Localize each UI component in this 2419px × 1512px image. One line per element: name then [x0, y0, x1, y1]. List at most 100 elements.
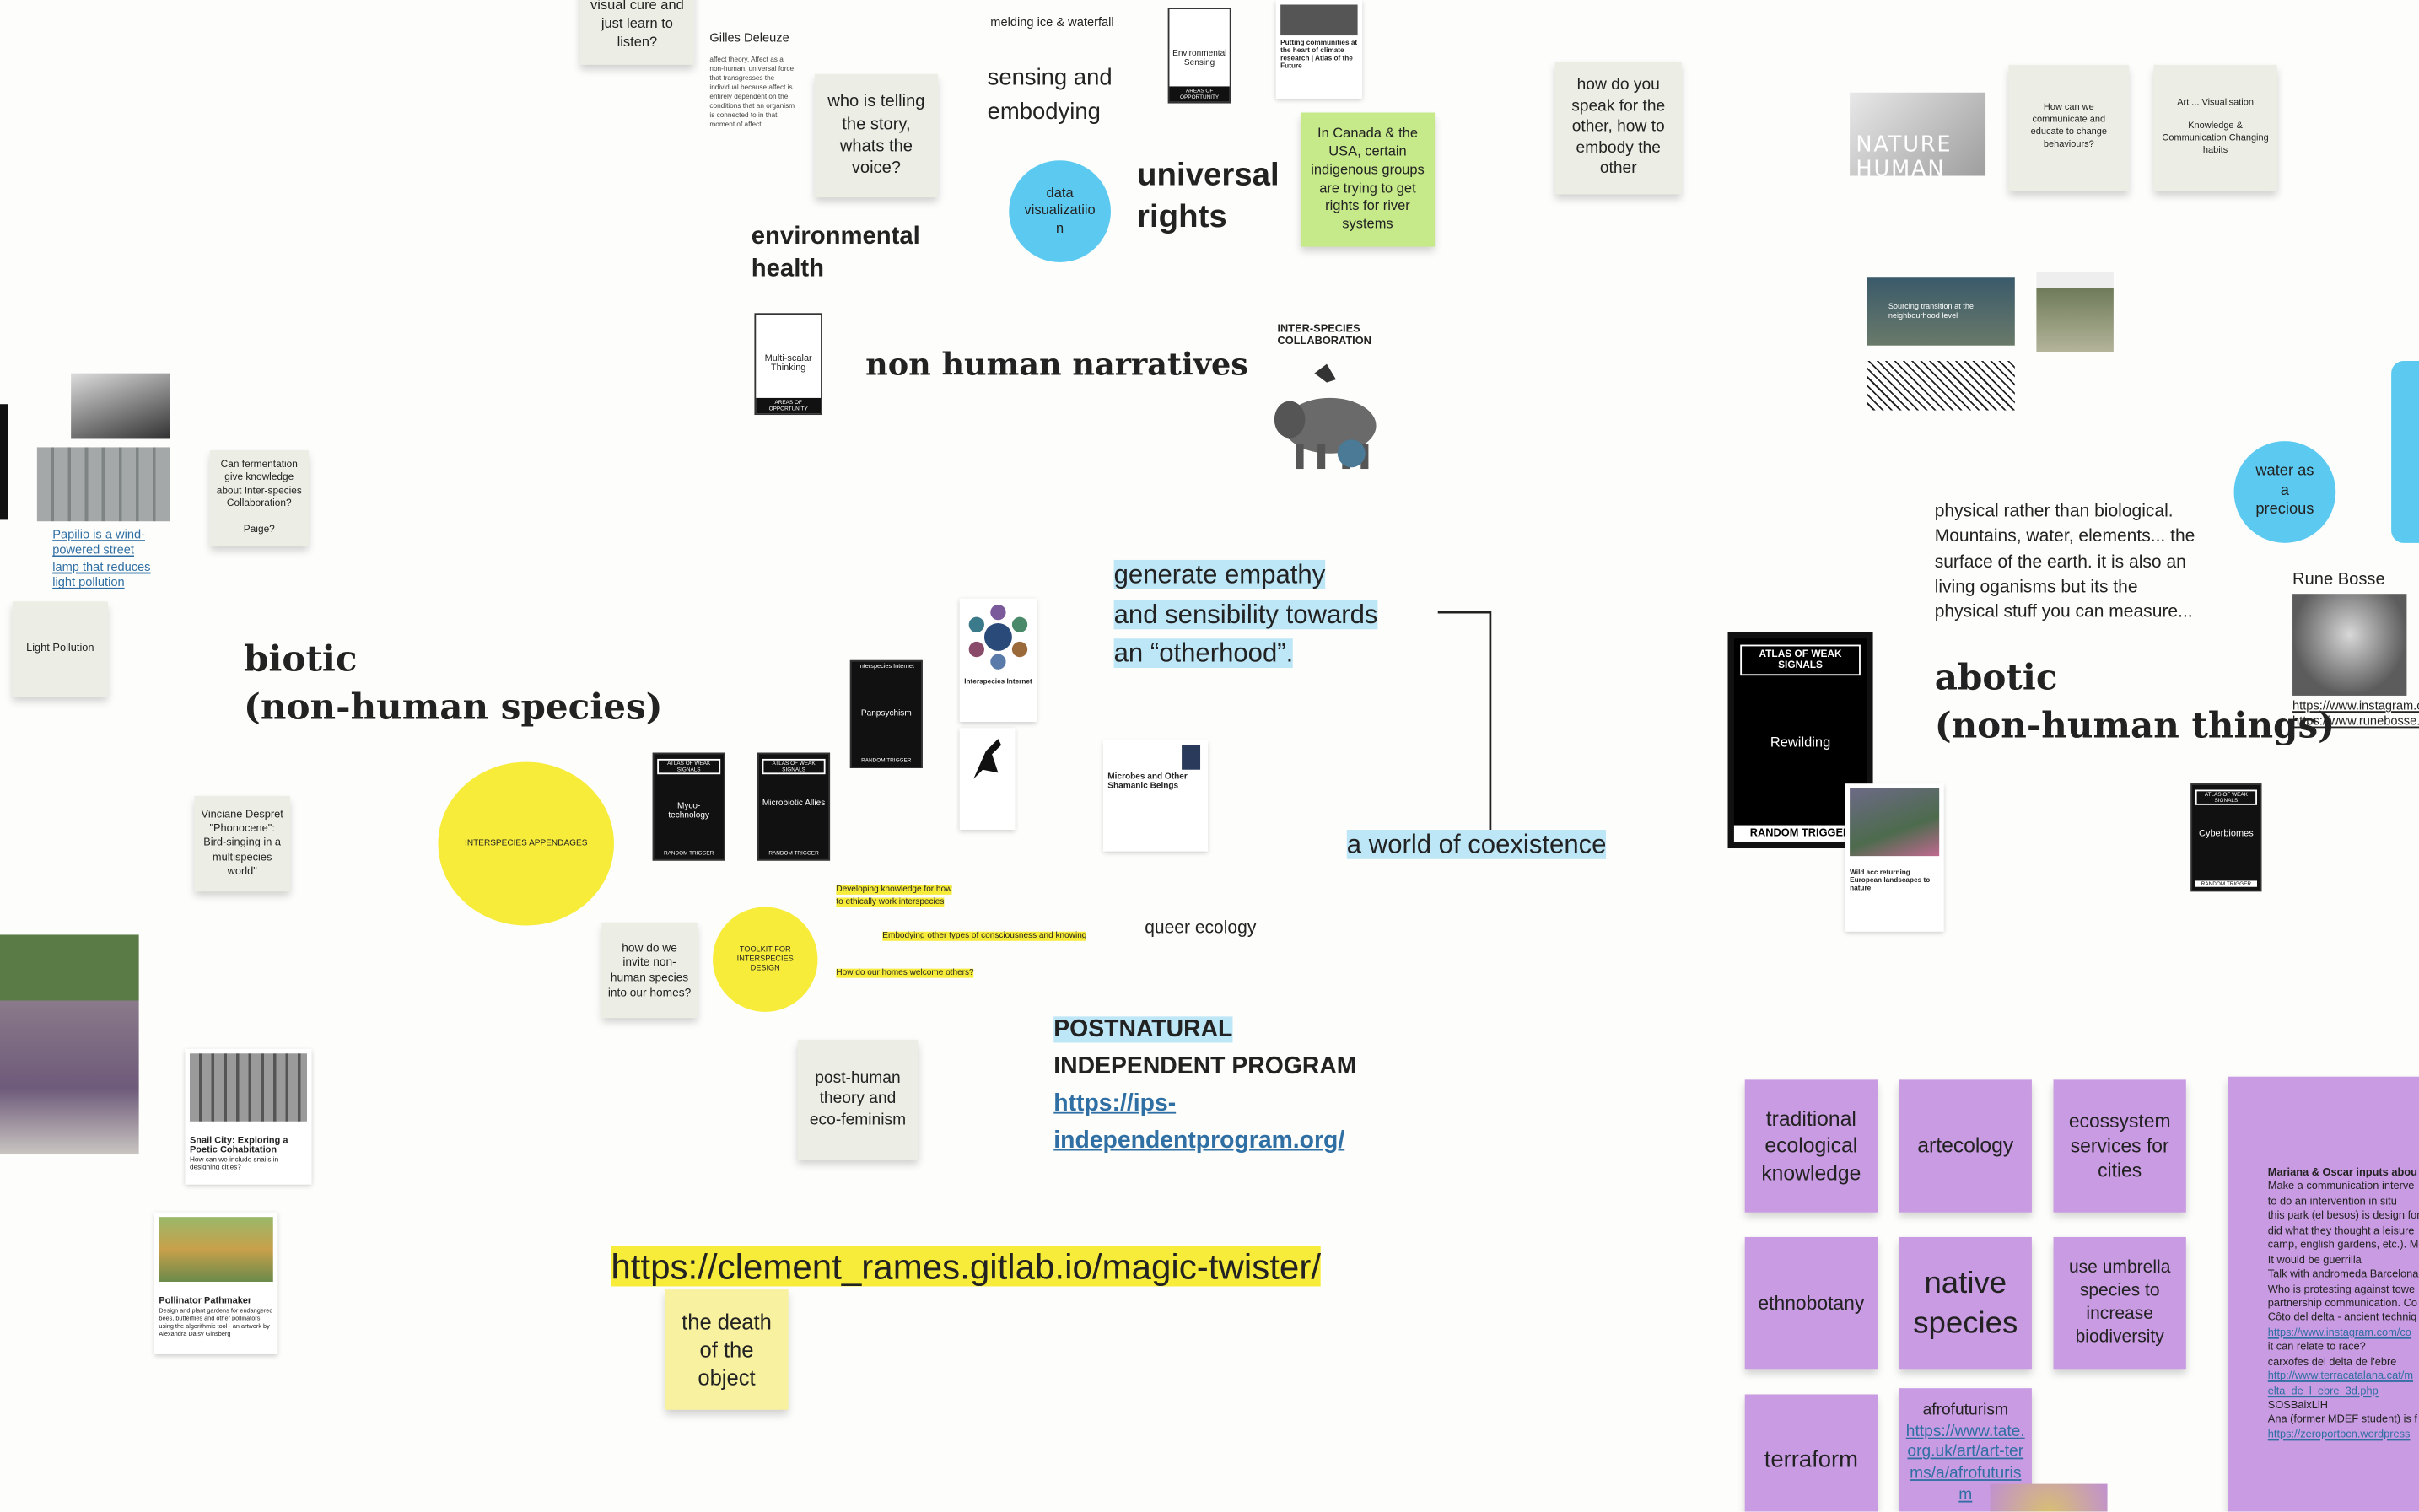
cyberbiomes-card[interactable]: ATLAS OF WEAK SIGNALS Cyberbiomes RANDOM…	[2190, 783, 2262, 892]
biotic-heading: biotic (non-human species)	[244, 636, 663, 732]
sticky-note[interactable]: Light Pollution	[12, 601, 109, 697]
card-image	[1182, 745, 1201, 770]
card-header: Interspecies Internet	[858, 661, 914, 670]
sticky-note[interactable]: the death of the object	[665, 1289, 789, 1410]
interspecies-appendages-circle[interactable]: INTERSPECIES APPENDAGES	[438, 761, 614, 926]
embodying-label: Embodying other types of consciousness a…	[882, 931, 1087, 941]
card-title: Microbes and Other Shamanic Beings	[1107, 772, 1188, 792]
card-image	[159, 1217, 273, 1282]
microbes-card[interactable]: Microbes and Other Shamanic Beings	[1102, 740, 1209, 852]
postnatural-title: POSTNATURAL	[1053, 1016, 1233, 1043]
wild-acc-card[interactable]: Wild acc returning European landscapes t…	[1845, 783, 1944, 932]
afrofuturism-link[interactable]: https://www.tate.org.uk/art/art-terms/a/…	[1905, 1421, 2025, 1504]
edge-blue-shape[interactable]	[2391, 361, 2419, 543]
note-link[interactable]: http://www.terracatalana.cat/m	[2267, 1371, 2413, 1383]
card-label: Panpsychism	[860, 708, 912, 718]
sticky-note[interactable]: native species	[1899, 1236, 2032, 1370]
card-footer: AREAS OF OPPORTUNITY	[756, 397, 822, 414]
runebosse-link[interactable]: https://www.runebosse.c	[2292, 713, 2419, 729]
card-label: Rewilding	[1770, 734, 1831, 750]
sticky-note[interactable]: how do we invite non-human species into …	[601, 922, 698, 1019]
note-body: Make a communication interve to do an in…	[2267, 1181, 2419, 1325]
note-link[interactable]: elta_de_l_ebre_3d.php	[2267, 1386, 2379, 1397]
putting-communities-card[interactable]: Putting communities at the heart of clim…	[1275, 0, 1363, 100]
map-image[interactable]	[1867, 361, 2015, 411]
bird-card[interactable]	[959, 728, 1016, 831]
card-footer: RANDOM TRIGGER	[664, 849, 714, 857]
data-visualization-circle[interactable]: data visualizatiio n	[1009, 160, 1111, 262]
card-title: Pollinator Pathmaker	[159, 1297, 252, 1307]
decorative-photo[interactable]	[1990, 1483, 2108, 1512]
biotic-subline: (non-human species)	[243, 686, 663, 729]
program-title: INDEPENDENT PROGRAM	[1053, 1053, 1357, 1080]
physical-description: physical rather than biological. Mountai…	[1934, 503, 2195, 622]
buffalo-illustration[interactable]	[1271, 358, 1382, 471]
environmental-sensing-card[interactable]: Environmental Sensing AREAS OF OPPORTUNI…	[1167, 8, 1231, 104]
papilio-link[interactable]: Papilio is a wind-powered street lamp th…	[52, 527, 151, 590]
sticky-note[interactable]: post-human theory and eco-feminism	[797, 1039, 919, 1160]
sticky-note[interactable]: visual cure and just learn to listen?	[579, 0, 695, 65]
environmental-health-heading: environmental health	[751, 223, 920, 282]
melding-caption: melding ice & waterfall	[990, 15, 1114, 30]
mariana-oscar-note[interactable]: Mariana & Oscar inputs abou Make a commu…	[2228, 1076, 2419, 1512]
card-label: Environmental Sensing	[1172, 49, 1227, 68]
sticky-note[interactable]: terraform	[1744, 1394, 1878, 1512]
sticky-note[interactable]: In Canada & the USA, certain indigenous …	[1300, 112, 1436, 247]
sticky-note[interactable]: how do you speak for the other, how to e…	[1554, 62, 1682, 195]
card-footer: RANDOM TRIGGER	[2195, 880, 2257, 887]
card-label: Multi-scalar Thinking	[764, 354, 812, 374]
buffalo-icon	[1274, 363, 1377, 470]
water-precious-circle[interactable]: water as a precious	[2233, 441, 2336, 543]
landscape-thumbnail[interactable]	[2036, 271, 2114, 352]
card-footer: RANDOM TRIGGER	[1733, 825, 1867, 842]
purple-pots-photo[interactable]	[0, 934, 139, 1154]
sticky-note[interactable]: Vinciane Despret "Phonocene": Bird-singi…	[194, 795, 290, 892]
sticky-note[interactable]: Art ... Visualisation Knowledge & Commun…	[2153, 64, 2277, 191]
card-title: Wild acc returning European landscapes t…	[1850, 868, 1931, 892]
note-link[interactable]: https://zeroportbcn.wordpress	[2267, 1429, 2411, 1441]
sticky-note[interactable]: ethnobotany	[1744, 1236, 1878, 1370]
wall-photo[interactable]	[36, 447, 170, 522]
card-header: ATLAS OF WEAK SIGNALS	[1740, 644, 1861, 676]
non-human-narratives-heading: non human narratives	[865, 345, 1248, 383]
sticky-note[interactable]: How can we communicate and educate to ch…	[2008, 64, 2130, 191]
homes-welcome-label: How do our homes welcome others?	[836, 968, 974, 978]
sticky-note[interactable]: who is telling the story, whats the voic…	[814, 73, 939, 198]
card-title: Snail City: Exploring a Poetic Cohabitat…	[189, 1137, 288, 1155]
world-coexistence-text: a world of coexistence	[1346, 830, 1607, 861]
abotic-line: abotic	[1934, 657, 2058, 699]
sourcing-transition-image[interactable]: Sourcing transition at the neighbourhood…	[1867, 277, 2015, 346]
image-caption: Sourcing transition at the neighbourhood…	[1888, 302, 1974, 321]
inter-species-collaboration-title: INTER-SPECIES COLLABORATION	[1277, 324, 1371, 348]
gilles-deleuze-note: affect theory. Affect as a non-human, un…	[709, 55, 795, 129]
snail-city-card[interactable]: Snail City: Exploring a Poetic Cohabitat…	[185, 1048, 312, 1185]
abotic-subline: (non-human things)	[1934, 704, 2335, 747]
instagram-link[interactable]: https://www.instagram.com	[2292, 698, 2419, 713]
multi-scalar-thinking-card[interactable]: Multi-scalar Thinking AREAS OF OPPORTUNI…	[754, 313, 822, 416]
sticky-note[interactable]: traditional ecological knowledge	[1744, 1079, 1878, 1213]
queer-ecology-text: queer ecology	[1145, 919, 1257, 939]
leaf-photo[interactable]	[71, 373, 170, 439]
rune-bosse-photo[interactable]	[2292, 594, 2407, 696]
microbiotic-allies-card[interactable]: ATLAS OF WEAK SIGNALS Microbiotic Allies…	[757, 752, 831, 861]
ips-link[interactable]: https://ips-independentprogram.org/	[1053, 1090, 1345, 1154]
sticky-note[interactable]: afrofuturism https://www.tate.org.uk/art…	[1899, 1388, 2032, 1512]
toolkit-circle[interactable]: TOOLKIT FOR INTERSPECIES DESIGN	[713, 907, 818, 1012]
sticky-note[interactable]: ecossystem services for cities	[2053, 1079, 2186, 1213]
nature-human-image[interactable]: NATURE HUMAN	[1850, 92, 1986, 176]
card-title: Putting communities at the heart of clim…	[1280, 38, 1358, 70]
sticky-note[interactable]: use umbrella species to increase biodive…	[2053, 1236, 2186, 1370]
sticky-note[interactable]: Can fermentation give knowledge about In…	[209, 450, 309, 546]
edge-photo[interactable]	[0, 404, 8, 520]
magic-twister-link[interactable]: https://clement_rames.gitlab.io/magic-tw…	[611, 1246, 1322, 1287]
pollinator-pathmaker-card[interactable]: Pollinator Pathmaker Design and plant ga…	[154, 1212, 278, 1354]
connector-line[interactable]	[1435, 609, 1500, 832]
note-body: SOSBaixLlH Ana (former MDEF student) is …	[2267, 1400, 2417, 1426]
panpsychism-card[interactable]: Interspecies Internet Panpsychism RANDOM…	[849, 659, 923, 768]
myco-technology-card[interactable]: ATLAS OF WEAK SIGNALS Myco-technology RA…	[652, 752, 725, 861]
note-link[interactable]: https://www.instagram.com/co	[2267, 1327, 2411, 1339]
sticky-note[interactable]: artecology	[1899, 1079, 2032, 1213]
interspecies-internet-card[interactable]: Interspecies Internet	[959, 598, 1037, 723]
card-footer: RANDOM TRIGGER	[861, 757, 912, 764]
